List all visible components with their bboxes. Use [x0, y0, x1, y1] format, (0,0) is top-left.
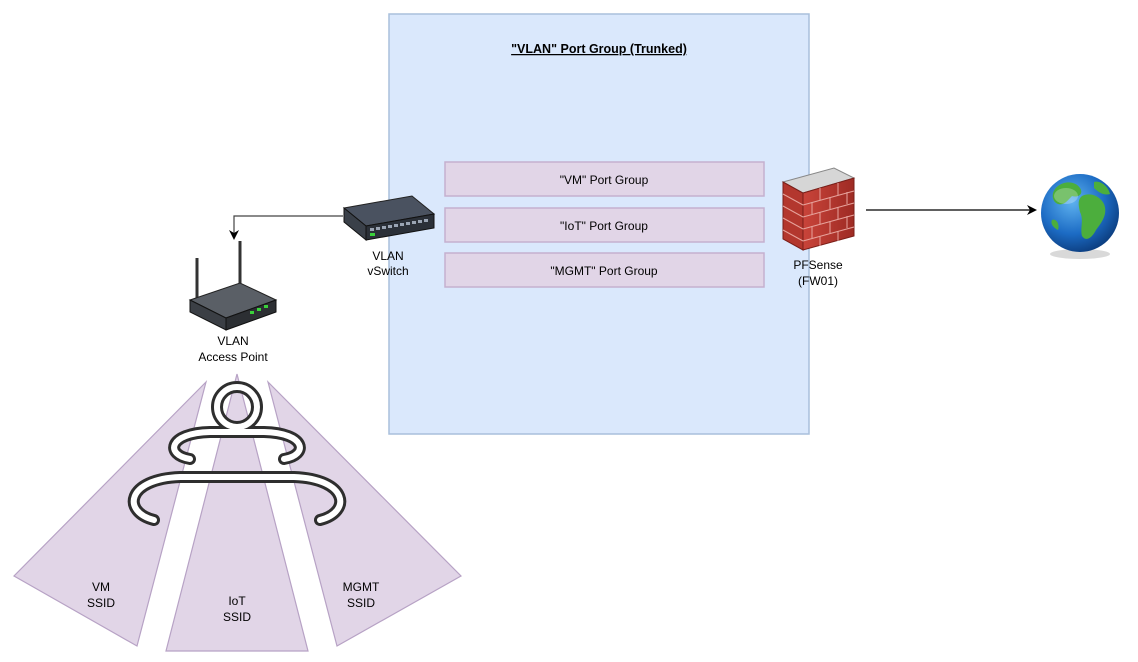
mgmt-ssid-sector[interactable] — [266, 380, 462, 647]
ssid-label: SSID — [87, 596, 115, 610]
brick-firewall-icon[interactable] — [781, 167, 856, 251]
port-group-iot[interactable]: "IoT" Port Group — [444, 207, 765, 243]
wireless-router-icon[interactable] — [188, 241, 278, 331]
iot-ssid-sector[interactable] — [165, 373, 309, 652]
port-group-label: "VM" Port Group — [560, 173, 649, 187]
vm-ssid-sector[interactable] — [13, 379, 208, 647]
ssid-label: IoT — [228, 594, 246, 608]
port-group-vm[interactable]: "VM" Port Group — [444, 161, 765, 197]
globe-icon[interactable] — [1041, 174, 1119, 259]
vswitch-label: vSwitch — [367, 264, 408, 278]
firewall-label: PFSense — [793, 258, 843, 272]
access-point-label: VLAN — [217, 334, 248, 348]
network-switch-icon[interactable] — [342, 195, 436, 242]
wifi-signal-icon — [127, 381, 347, 526]
port-group-label: "IoT" Port Group — [560, 219, 648, 233]
vswitch-label: VLAN — [372, 249, 403, 263]
port-group-mgmt[interactable]: "MGMT" Port Group — [444, 252, 765, 288]
wifi-coverage — [13, 373, 462, 652]
access-point-label: Access Point — [198, 350, 268, 364]
connector-vswitch-to-ap — [229, 215, 343, 240]
firewall-label: (FW01) — [798, 274, 838, 288]
ssid-label: VM — [92, 580, 110, 594]
port-group-label: "MGMT" Port Group — [550, 264, 658, 278]
ssid-label: SSID — [347, 596, 375, 610]
ssid-label: MGMT — [343, 580, 380, 594]
ssid-label: SSID — [223, 610, 251, 624]
port-group-container-title: "VLAN" Port Group (Trunked) — [511, 42, 687, 56]
